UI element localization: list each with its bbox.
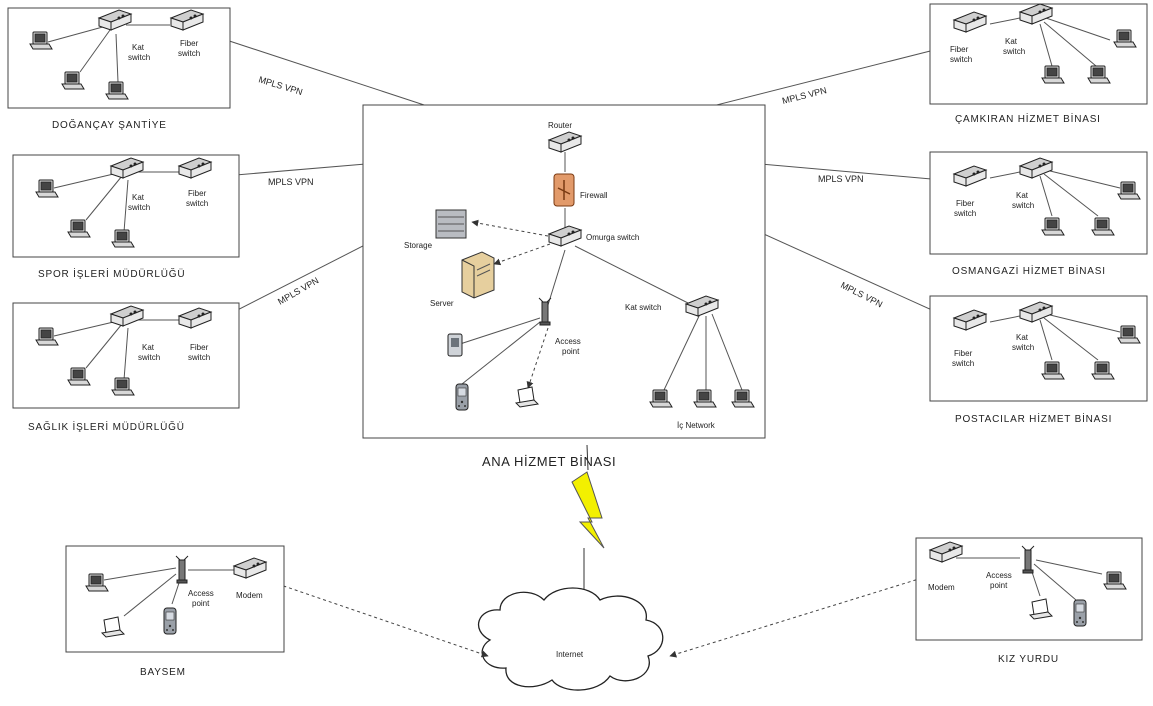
access-point-label-1: Access: [188, 589, 214, 598]
fiber-switch-label-1: Fiber: [190, 343, 209, 352]
floor-switch-label-2: switch: [128, 203, 150, 212]
main-building-title: ANA HİZMET BİNASI: [482, 454, 616, 469]
floor-switch-label-1: Kat: [1005, 37, 1018, 46]
mobile-phone-icon: [455, 383, 469, 411]
building-title-camkiran: ÇAMKIRAN HİZMET BİNASI: [955, 112, 1101, 125]
pda-icon: [447, 333, 463, 357]
fiber-switch-label-2: switch: [178, 49, 200, 58]
internet-label: Internet: [556, 650, 584, 659]
building-kiz-yurdu: Modem Access point: [915, 537, 1143, 641]
building-osmangazi: Fiber switch Kat switch: [929, 151, 1148, 255]
access-point-label-1: Access: [986, 571, 1012, 580]
core-switch-label: Omurga switch: [586, 233, 639, 242]
internet-cloud-icon: [478, 587, 664, 691]
server-icon: [461, 251, 495, 299]
main-building: Router Firewall Omurga switch Storage Se…: [362, 104, 766, 439]
mpls-vpn-label-5: MPLS VPN: [818, 174, 864, 184]
storage-icon: [435, 209, 467, 239]
fiber-switch-label-2: switch: [952, 359, 974, 368]
building-title-spor: SPOR İŞLERİ MÜDÜRLÜĞÜ: [38, 267, 185, 280]
router-label: Router: [548, 121, 572, 130]
fiber-switch-label-1: Fiber: [956, 199, 975, 208]
floor-switch-label: Kat switch: [625, 303, 661, 312]
floor-switch-label-2: switch: [1012, 343, 1034, 352]
floor-switch-label-1: Kat: [1016, 333, 1029, 342]
floor-switch-label-2: switch: [138, 353, 160, 362]
fiber-switch-label-2: switch: [188, 353, 210, 362]
fiber-switch-label-1: Fiber: [180, 39, 199, 48]
building-title-kiz-yurdu: KIZ YURDU: [998, 654, 1059, 665]
building-title-baysem: BAYSEM: [140, 667, 186, 678]
floor-switch-label-2: switch: [1003, 47, 1025, 56]
fiber-switch-label-1: Fiber: [954, 349, 973, 358]
server-label: Server: [430, 299, 454, 308]
storage-label: Storage: [404, 241, 433, 250]
building-title-dogancay: DOĞANÇAY ŞANTİYE: [52, 118, 167, 131]
floor-switch-label-1: Kat: [132, 193, 145, 202]
building-postacilar: Fiber switch Kat switch: [929, 295, 1148, 402]
floor-switch-label-1: Kat: [142, 343, 155, 352]
floor-switch-label-2: switch: [1012, 201, 1034, 210]
mobile-phone-icon: [1073, 599, 1087, 627]
access-point-label-1: Access: [555, 337, 581, 346]
modem-label: Modem: [236, 591, 263, 600]
firewall-label: Firewall: [580, 191, 608, 200]
building-dogancay: Kat switch Fiber switch: [7, 7, 231, 109]
access-point-label-2: point: [990, 581, 1008, 590]
floor-switch-label-2: switch: [128, 53, 150, 62]
fiber-switch-label-2: switch: [186, 199, 208, 208]
building-baysem: Access point Modem: [65, 545, 285, 653]
building-title-saglik: SAĞLIK İŞLERİ MÜDÜRLÜĞÜ: [28, 420, 185, 433]
fiber-switch-label-1: Fiber: [950, 45, 969, 54]
access-point-label-2: point: [192, 599, 210, 608]
fiber-switch-label-2: switch: [950, 55, 972, 64]
fiber-switch-label-1: Fiber: [188, 189, 207, 198]
mpls-vpn-label-6: MPLS VPN: [839, 280, 884, 310]
mobile-phone-icon: [163, 607, 177, 635]
floor-switch-label-1: Kat: [1016, 191, 1029, 200]
floor-switch-label-1: Kat: [132, 43, 145, 52]
building-saglik: Kat switch Fiber switch: [12, 302, 240, 409]
mpls-vpn-label-3: MPLS VPN: [276, 275, 320, 306]
internal-network-label: İç Network: [677, 421, 716, 430]
mpls-vpn-label-1: MPLS VPN: [257, 74, 303, 97]
modem-label: Modem: [928, 583, 955, 592]
firewall-icon: [553, 173, 575, 207]
fiber-switch-label-2: switch: [954, 209, 976, 218]
mpls-vpn-label-2: MPLS VPN: [268, 177, 314, 187]
building-spor: Kat switch Fiber switch: [12, 154, 240, 258]
building-title-postacilar: POSTACILAR HİZMET BİNASI: [955, 412, 1112, 425]
building-camkiran: Fiber switch Kat switch: [929, 3, 1148, 105]
building-title-osmangazi: OSMANGAZİ HİZMET BİNASI: [952, 264, 1106, 277]
access-point-label-2: point: [562, 347, 580, 356]
mpls-vpn-label-4: MPLS VPN: [781, 85, 828, 106]
